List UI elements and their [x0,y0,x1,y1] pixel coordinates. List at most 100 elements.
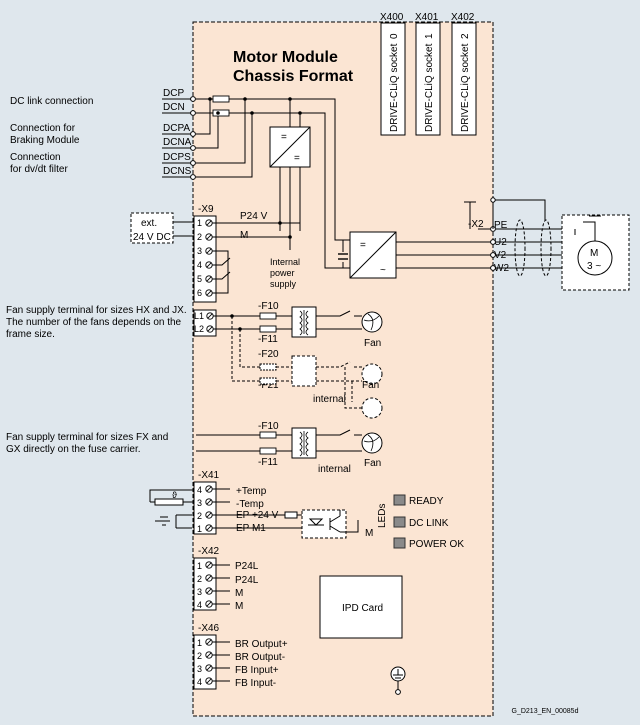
svg-text:-X41: -X41 [198,470,220,481]
svg-text:ϑ: ϑ [172,490,177,500]
inverter: = ~ [349,231,493,279]
svg-text:-F11: -F11 [258,457,278,468]
svg-text:1: 1 [197,524,202,534]
svg-text:power: power [270,268,295,278]
svg-text:=: = [294,153,300,164]
svg-text:IPD Card: IPD Card [342,603,383,614]
svg-text:-X46: -X46 [198,623,220,634]
svg-text:-X2: -X2 [468,219,484,230]
svg-text:3: 3 [197,498,202,508]
svg-text:3: 3 [197,246,202,256]
terminal-x2: -X2 PE U2 V2 W2 M 3 ~ [464,197,630,291]
doc-id: G_D213_EN_00085d [512,708,579,715]
svg-text:X401: X401 [415,12,439,23]
fan-supply-fx: -F10 -F11 Fan internal [196,421,383,475]
svg-text:DCNA: DCNA [163,137,192,148]
led-ready-indicator [393,494,406,506]
svg-text:2: 2 [197,232,202,242]
svg-text:P24 V: P24 V [240,211,268,222]
svg-text:P24L: P24L [235,575,259,586]
svg-text:EP M1: EP M1 [236,523,266,534]
socket-x400: X400 DRIVE-CLiQ socket 0 [380,12,406,136]
ipd-card: IPD Card [319,575,403,639]
svg-text:EP +24 V: EP +24 V [236,510,279,521]
label-braking-2: Braking Module [10,135,80,146]
ext-24v-supply: ext. 24 V DC [130,212,198,244]
svg-text:Fan: Fan [364,458,381,469]
svg-text:-X9: -X9 [198,204,214,215]
svg-text:Internal: Internal [270,257,300,267]
led-powerok-indicator [393,537,406,549]
svg-text:~: ~ [380,265,386,276]
svg-text:ext.: ext. [141,218,157,229]
svg-text:24 V DC: 24 V DC [133,232,171,243]
svg-text:3: 3 [197,664,202,674]
svg-text:2: 2 [197,511,202,521]
svg-text:FB Input-: FB Input- [235,678,276,689]
svg-text:internal: internal [313,394,346,405]
svg-text:1: 1 [424,33,435,39]
svg-text:DRIVE-CLiQ socket: DRIVE-CLiQ socket [460,43,471,132]
terminal-x9: -X9 1 2 3 4 5 6 P24 V M Internal power s… [193,204,300,303]
svg-text:L1: L1 [194,311,204,321]
socket-x402: X402 DRIVE-CLiQ socket 2 [451,12,477,136]
svg-text:2: 2 [197,574,202,584]
label-fan-hx-1: Fan supply terminal for sizes HX and JX. [6,305,187,316]
svg-text:Fan: Fan [362,380,379,391]
dc-terminals: DCP DCN DCPA DCNA DCPS DCNS [162,88,196,180]
svg-text:DCPA: DCPA [163,123,190,134]
svg-text:DRIVE-CLiQ socket: DRIVE-CLiQ socket [389,43,400,132]
svg-text:-F21: -F21 [258,380,279,391]
label-dvdt-1: Connection [10,152,61,163]
svg-text:supply: supply [270,279,297,289]
svg-text:-F11: -F11 [258,334,278,345]
svg-text:+Temp: +Temp [236,486,267,497]
dc-link-wiring [196,95,350,269]
svg-text:FB Input+: FB Input+ [235,665,279,676]
svg-text:4: 4 [197,485,202,495]
svg-text:=: = [360,240,366,251]
label-dvdt-2: for dv/dt filter [10,164,68,175]
svg-text:1: 1 [197,218,202,228]
svg-text:3: 3 [197,587,202,597]
ground-terminal [390,666,406,695]
label-braking-1: Connection for [10,123,76,134]
svg-text:P24L: P24L [235,561,259,572]
label-fan-hx-3: frame size. [6,329,55,340]
svg-text:DCN: DCN [163,102,185,113]
label-fan-fx-2: GX directly on the fuse carrier. [6,444,141,455]
svg-text:DRIVE-CLiQ socket: DRIVE-CLiQ socket [424,43,435,132]
svg-text:2: 2 [197,651,202,661]
svg-text:DCPS: DCPS [163,152,191,163]
terminal-x41: -X41 4 3 2 1 +Temp -Temp EP +24 V EP M1 … [149,470,373,539]
led-dclink-indicator [393,516,406,528]
svg-text:L2: L2 [194,324,204,334]
svg-text:Fan: Fan [364,338,381,349]
svg-text:5: 5 [197,274,202,284]
svg-text:internal: internal [318,464,351,475]
svg-text:=: = [281,132,287,143]
svg-text:DCNS: DCNS [163,166,192,177]
svg-text:DCP: DCP [163,88,184,99]
svg-text:0: 0 [389,33,400,39]
terminal-x46: -X46 1 2 3 4 BR Output+ BR Output- FB In… [193,623,288,690]
svg-text:LEDs: LEDs [377,504,388,528]
svg-text:M: M [240,230,248,241]
svg-text:BR Output-: BR Output- [235,652,285,663]
svg-text:BR Output+: BR Output+ [235,639,288,650]
svg-text:X400: X400 [380,12,404,23]
socket-x401: X401 DRIVE-CLiQ socket 1 [415,12,441,136]
svg-text:M: M [590,248,598,259]
led-dclink-label: DC LINK [409,518,449,529]
terminal-x42: -X42 1 2 3 4 P24L P24L M M [193,546,259,612]
module-title-2: Chassis Format [233,68,354,85]
svg-text:4: 4 [197,600,202,610]
svg-text:M: M [365,528,373,539]
label-fan-fx-1: Fan supply terminal for sizes FX and [6,432,168,443]
leds: LEDs READY DC LINK POWER OK [377,494,464,550]
svg-text:4: 4 [197,260,202,270]
label-fan-hx-2: The number of the fans depends on the [6,317,182,328]
svg-text:1: 1 [197,561,202,571]
svg-text:-F20: -F20 [258,349,279,360]
